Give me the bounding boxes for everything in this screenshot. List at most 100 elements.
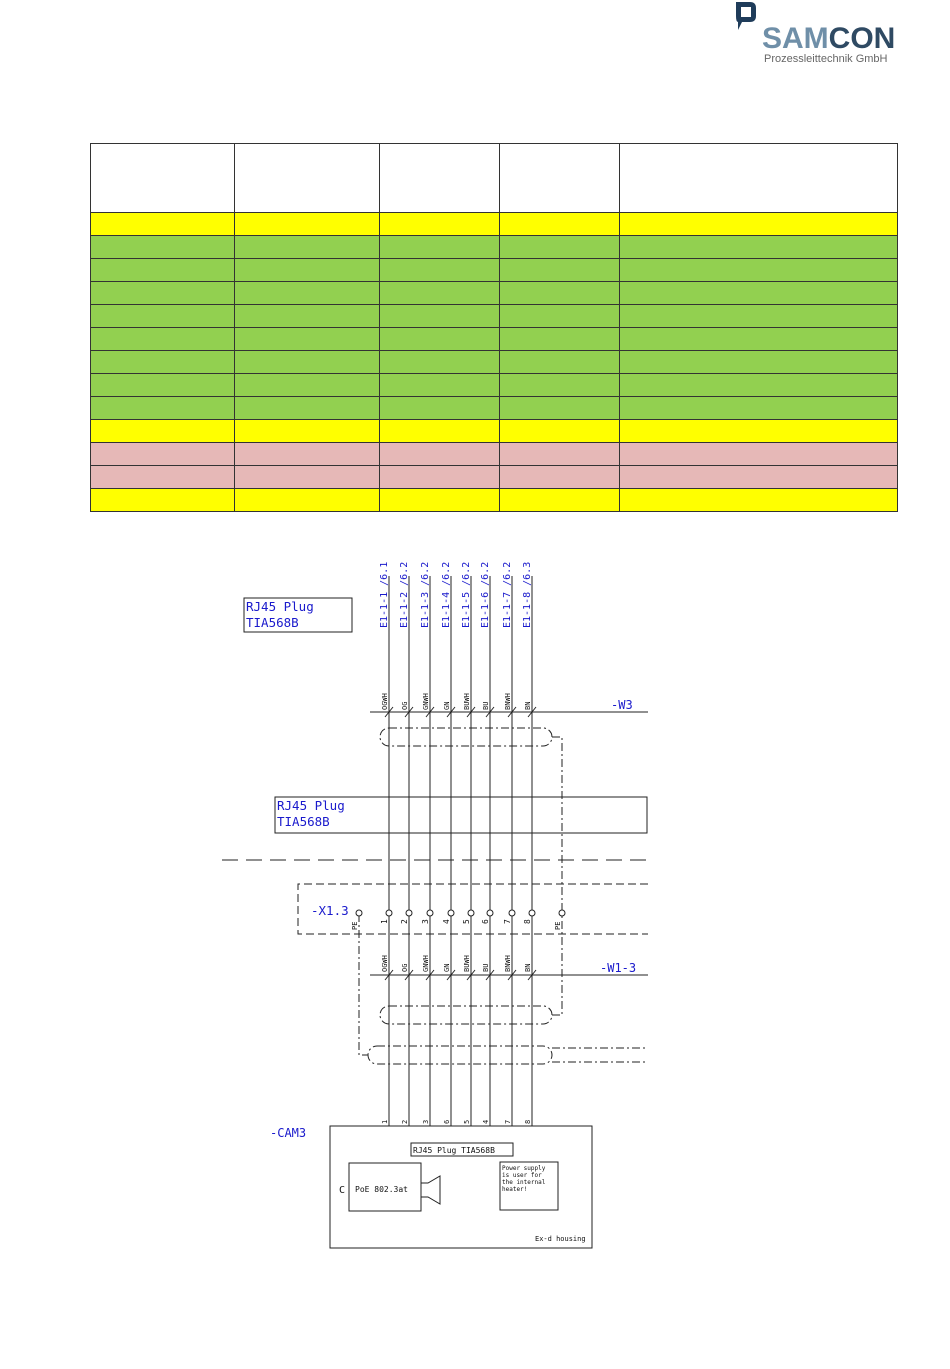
table-row [90, 258, 898, 282]
table-row [90, 212, 898, 236]
wire-color-label: BUWH [463, 693, 471, 710]
table-cell [499, 281, 620, 305]
table-cell [90, 488, 235, 512]
wire-color-label: OG [401, 702, 409, 710]
table-cell [234, 304, 380, 328]
table-cell [499, 419, 620, 443]
table-cell [499, 327, 620, 351]
plug-top-line2: TIA568B [246, 615, 299, 630]
wire-color-label: GN [443, 964, 451, 972]
table-cell [499, 350, 620, 374]
table-cell [234, 419, 380, 443]
table-cell [619, 258, 898, 282]
table-row [90, 442, 898, 466]
terminal-point [467, 909, 475, 917]
table-cell [90, 442, 235, 466]
plug-top-box [243, 597, 353, 633]
table-cell [90, 327, 235, 351]
table-cell [499, 488, 620, 512]
wire-tick [384, 706, 394, 718]
plug-top-line1: RJ45 Plug [246, 599, 314, 614]
table-header-cell [619, 143, 898, 213]
table-cell [234, 212, 380, 236]
camera-pin-number: 8 [524, 1120, 532, 1124]
terminal-point [426, 909, 434, 917]
pe-terminal [558, 909, 566, 917]
table-header-cell [499, 143, 620, 213]
table-cell [499, 465, 620, 489]
table-header-cell [234, 143, 380, 213]
table-cell [234, 258, 380, 282]
table-row [90, 235, 898, 259]
table-cell [90, 281, 235, 305]
table-cell [379, 488, 500, 512]
table-cell [90, 396, 235, 420]
table-cell [619, 396, 898, 420]
table-cell [619, 350, 898, 374]
wiring-table [90, 143, 898, 512]
samcon-q-mark-icon [736, 2, 756, 30]
wire-tick [527, 969, 537, 981]
plug-mid-line2: TIA568B [277, 814, 330, 829]
table-cell [619, 442, 898, 466]
camera-pin-number: 2 [401, 1120, 409, 1124]
wire-tick [404, 706, 414, 718]
table-cell [90, 212, 235, 236]
terminal-label: -X1.3 [311, 903, 349, 918]
table-cell [90, 258, 235, 282]
camera-pin-number: 1 [381, 1120, 389, 1124]
wire-color-label: GNWH [422, 955, 430, 972]
svg-text:SAMCON: SAMCON [762, 22, 895, 55]
table-cell [234, 281, 380, 305]
plug-mid-line1: RJ45 Plug [277, 798, 345, 813]
table-header-cell [90, 143, 235, 213]
wire-color-label: OGWH [381, 955, 389, 972]
table-row [90, 350, 898, 374]
terminal-number: 5 [462, 919, 471, 924]
table-cell [619, 327, 898, 351]
note-line-1: Power supply [502, 1165, 546, 1172]
wire-tick [507, 706, 517, 718]
table-cell [234, 327, 380, 351]
table-cell [499, 258, 620, 282]
table-cell [379, 465, 500, 489]
terminal-box [297, 883, 648, 935]
wire-reference-label: E1-1-3 /6.2 [420, 562, 431, 628]
wire-tick [507, 969, 517, 981]
wire-reference-label: E1-1-7 /6.2 [502, 562, 513, 628]
table-cell [234, 235, 380, 259]
camera-pin-number: 5 [463, 1120, 471, 1124]
table-cell [379, 327, 500, 351]
table-cell [234, 488, 380, 512]
wire-tick [446, 706, 456, 718]
table-cell [234, 442, 380, 466]
wire-color-label: GNWH [422, 693, 430, 710]
table-cell [234, 465, 380, 489]
table-header-row [90, 143, 898, 213]
wire-color-label: OGWH [381, 693, 389, 710]
pe-terminal [355, 909, 363, 917]
wire-tick [425, 706, 435, 718]
table-cell [619, 373, 898, 397]
logo-subtitle: Prozessleittechnik GmbH [764, 53, 888, 65]
table-cell [379, 235, 500, 259]
camera-pin-number: 3 [422, 1120, 430, 1124]
table-cell [379, 350, 500, 374]
samcon-logo: SAMCON Prozessleittechnik GmbH [736, 2, 895, 65]
table-cell [379, 281, 500, 305]
wire-color-label: BNWH [504, 955, 512, 972]
wire-tick [527, 706, 537, 718]
poe-label: PoE 802.3at [355, 1185, 408, 1194]
camera-label: -CAM3 [270, 1126, 306, 1140]
table-cell [379, 304, 500, 328]
table-cell [234, 373, 380, 397]
table-row [90, 396, 898, 420]
table-cell [90, 373, 235, 397]
shield-outer [367, 1045, 553, 1065]
wire-tick [446, 969, 456, 981]
pe-label: PE [554, 922, 562, 930]
table-cell [90, 350, 235, 374]
terminal-number: 7 [503, 919, 512, 924]
camera-lens-icon [420, 1175, 441, 1205]
table-cell [619, 488, 898, 512]
